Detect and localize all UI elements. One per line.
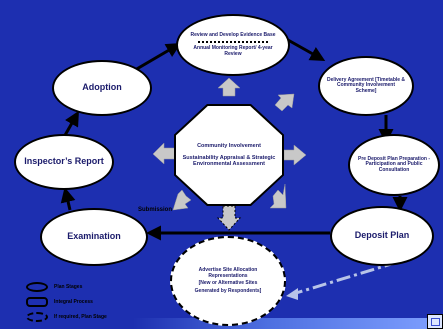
grey-arrow-down-left: [172, 189, 192, 211]
legend-dashed-ellipse-icon: [26, 312, 48, 322]
submission-label: Submission: [138, 207, 173, 213]
stage-inspectors-report: Inspector’s Report: [14, 134, 114, 190]
stage-deposit-plan: Deposit Plan: [330, 206, 434, 266]
legend-solid-ellipse-icon: [26, 282, 48, 292]
legend-octagon-icon: [26, 297, 48, 307]
legend-if-required: If required, Plan Stage: [26, 312, 107, 322]
stage-review-bottom-label: Annual Monitoring Report/ 4-year Review: [193, 45, 273, 57]
sustainability-appraisal-label: Sustainability Appraisal & Strategic Env…: [182, 154, 276, 168]
stage-review-top-label: Review and Develop Evidence Base: [190, 31, 276, 38]
grey-arrow-up: [217, 77, 241, 97]
legend-plan-stages: Plan Stages: [26, 282, 82, 292]
stage-delivery-label: Delivery Agreement [Timetable & Communit…: [326, 76, 406, 94]
window-restore-icon[interactable]: [427, 314, 443, 329]
stage-adoption: Adoption: [52, 60, 152, 116]
advertise-line3: Generated by Respondents]: [194, 287, 262, 294]
stage-delivery-agreement: Delivery Agreement [Timetable & Communit…: [318, 56, 414, 116]
legend-if-required-label: If required, Plan Stage: [54, 314, 107, 320]
stage-examination: Examination: [40, 208, 148, 266]
stage-advertise-site-allocation: Advertise Site Allocation Representation…: [170, 236, 286, 326]
arrow-inspector-to-adoption: [62, 110, 79, 138]
stage-examination-label: Examination: [67, 231, 121, 242]
integral-process: Community Involvement Sustainability App…: [176, 106, 282, 204]
community-involvement-label: Community Involvement: [197, 142, 261, 149]
stage-pre-deposit: Pre Deposit Plan Preparation - Participa…: [348, 134, 440, 196]
grey-arrow-left: [152, 142, 176, 165]
arrow-adoption-to-review: [134, 42, 182, 72]
advertise-line2: [New or Alternative Sites: [198, 280, 258, 286]
grey-arrow-up-right: [274, 93, 295, 112]
arrow-deposit-to-advertise: [295, 260, 399, 295]
stage-adoption-label: Adoption: [82, 82, 122, 93]
stage-pre-deposit-label: Pre Deposit Plan Preparation - Participa…: [358, 155, 430, 173]
legend-integral-process: Integral Process: [26, 297, 93, 307]
legend-plan-stages-label: Plan Stages: [54, 284, 83, 290]
review-divider: [197, 41, 269, 44]
arrow-deposit-to-advertise-head: [286, 288, 298, 300]
stage-review: Review and Develop Evidence Base Annual …: [176, 14, 290, 76]
legend-integral-process-label: Integral Process: [54, 299, 93, 305]
grey-arrow-right: [283, 144, 307, 166]
grey-arrow-down-right: [269, 183, 287, 209]
advertise-line1: Advertise Site Allocation Representation…: [198, 267, 258, 279]
arrow-review-to-delivery: [287, 38, 326, 61]
arrow-examination-to-inspector: [60, 187, 76, 211]
stage-deposit-label: Deposit Plan: [354, 230, 410, 241]
stage-inspector-label: Inspector’s Report: [24, 156, 104, 167]
dashed-arrow-down: [216, 205, 242, 231]
